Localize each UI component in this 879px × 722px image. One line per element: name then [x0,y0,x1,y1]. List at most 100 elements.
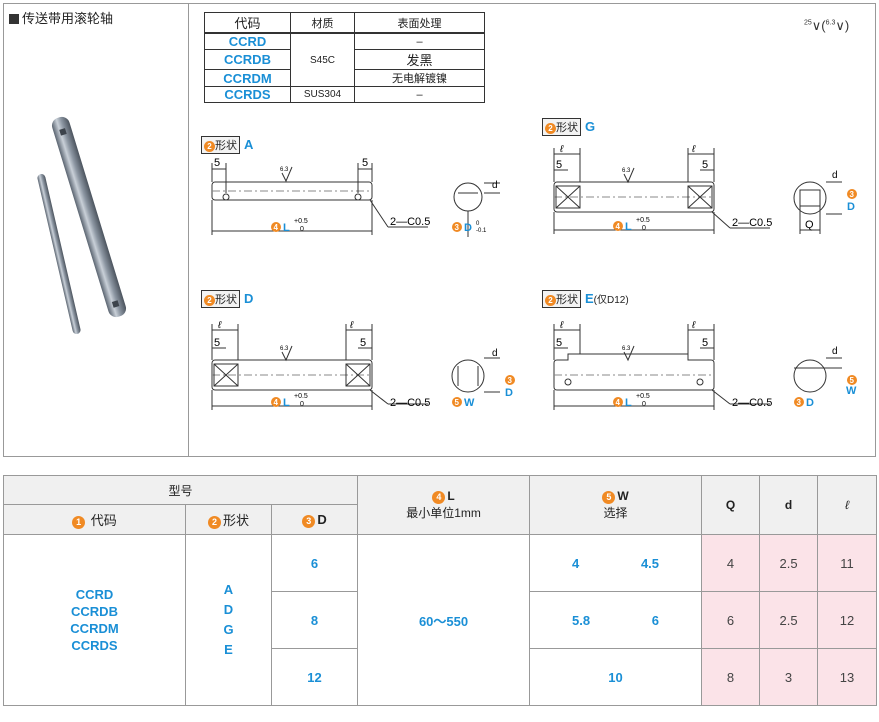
svg-text:5: 5 [556,337,562,349]
svg-text:d: d [492,180,498,191]
material-row-code: CCRDS [204,86,291,103]
material-header-treatment: 表面处理 [354,12,485,34]
svg-text:5: 5 [556,159,562,171]
drawing-shape-a: 5 5 6.3 4 L +0.50 2—C0.5 d 3 D 0-0.1 [211,157,500,237]
svg-text:5: 5 [455,398,460,407]
svg-text:0: 0 [300,401,304,408]
svg-text:2—C0.5: 2—C0.5 [732,217,772,229]
svg-text:4: 4 [616,222,621,231]
treatment-cell: – [354,86,485,103]
ell-value: 13 [817,648,878,706]
w-values: 10 [529,648,703,706]
svg-text:d: d [832,346,838,357]
material-cell: S45C [290,32,355,87]
d-small-value: 2.5 [759,534,819,592]
ell-header: ℓ [817,475,878,535]
panel-title: 传送带用滚轮轴 [9,8,113,27]
svg-text:5: 5 [702,337,708,349]
l-range: 60～550 [357,534,531,706]
svg-text:0: 0 [300,226,304,233]
q-value: 8 [701,648,761,706]
svg-text:Q: Q [805,219,814,231]
treatment-cell: 无电解镀镍 [354,69,485,87]
svg-text:4: 4 [274,398,279,407]
svg-text:d: d [832,170,838,181]
svg-text:6.3: 6.3 [622,346,631,352]
svg-text:ℓ: ℓ [349,320,354,331]
svg-text:5: 5 [850,376,855,385]
svg-text:D: D [464,222,472,234]
svg-text:2—C0.5: 2—C0.5 [390,397,430,409]
svg-text:d: d [492,348,498,359]
d-value: 6 [270,534,359,592]
treatment-cell: – [354,32,485,50]
svg-text:5: 5 [362,157,368,169]
svg-text:0: 0 [642,401,646,408]
svg-text:5: 5 [702,159,708,171]
svg-text:D: D [505,387,513,399]
svg-text:0: 0 [642,225,646,232]
treatment-cell: 发黑 [354,49,485,70]
svg-text:5: 5 [360,337,366,349]
svg-text:+0.5: +0.5 [294,393,308,400]
svg-text:ℓ: ℓ [691,320,696,331]
svg-text:6.3: 6.3 [280,167,289,173]
svg-text:ℓ: ℓ [559,144,564,155]
svg-text:3: 3 [508,376,513,385]
product-overview-panel: 传送带用滚轮轴 代码 材质 [3,3,876,457]
svg-text:6.3: 6.3 [622,168,631,174]
q-header: Q [701,475,761,535]
svg-text:0: 0 [476,221,480,227]
d-small-value: 3 [759,648,819,706]
q-value: 4 [701,534,761,592]
svg-text:ℓ: ℓ [217,320,222,331]
material-header-material: 材质 [290,12,355,34]
svg-text:2—C0.5: 2—C0.5 [732,397,772,409]
svg-text:+0.5: +0.5 [636,217,650,224]
drawing-shape-g: ℓ ℓ 5 5 6.3 4 L +0.50 2—C0.5 Q d 3 D [553,144,857,234]
svg-text:L: L [283,222,290,234]
svg-text:3: 3 [797,398,802,407]
surface-roughness-mark: 25∨(6.3∨) [804,18,850,33]
svg-text:5: 5 [214,337,220,349]
svg-text:L: L [283,397,290,409]
svg-text:D: D [847,201,855,213]
q-value: 6 [701,591,761,649]
d-small-value: 2.5 [759,591,819,649]
shaft-photo [37,116,127,335]
svg-text:3: 3 [850,190,855,199]
material-row-code: CCRD [204,32,291,50]
svg-text:5: 5 [214,157,220,169]
d-value: 12 [270,648,359,706]
table-row: 12 10 8 3 13 [4,648,878,706]
svg-text:+0.5: +0.5 [294,218,308,225]
svg-text:4: 4 [616,398,621,407]
svg-text:4: 4 [274,223,279,232]
svg-text:2—C0.5: 2—C0.5 [390,216,430,228]
material-row-code: CCRDB [204,49,291,70]
svg-text:3: 3 [455,223,460,232]
ell-value: 12 [817,591,878,649]
drawing-shape-e: ℓ ℓ 5 5 6.3 4 L +0.50 2—C0.5 d 3 D 5 W [553,320,857,410]
svg-text:ℓ: ℓ [691,144,696,155]
material-header-code: 代码 [204,12,291,34]
product-photo-column: 传送带用滚轮轴 [4,4,189,456]
svg-text:W: W [846,385,857,397]
ell-value: 11 [817,534,878,592]
svg-text:D: D [806,397,814,409]
material-row-code: CCRDM [204,69,291,87]
model-header: 型号 [2,475,359,505]
svg-text:L: L [625,397,632,409]
